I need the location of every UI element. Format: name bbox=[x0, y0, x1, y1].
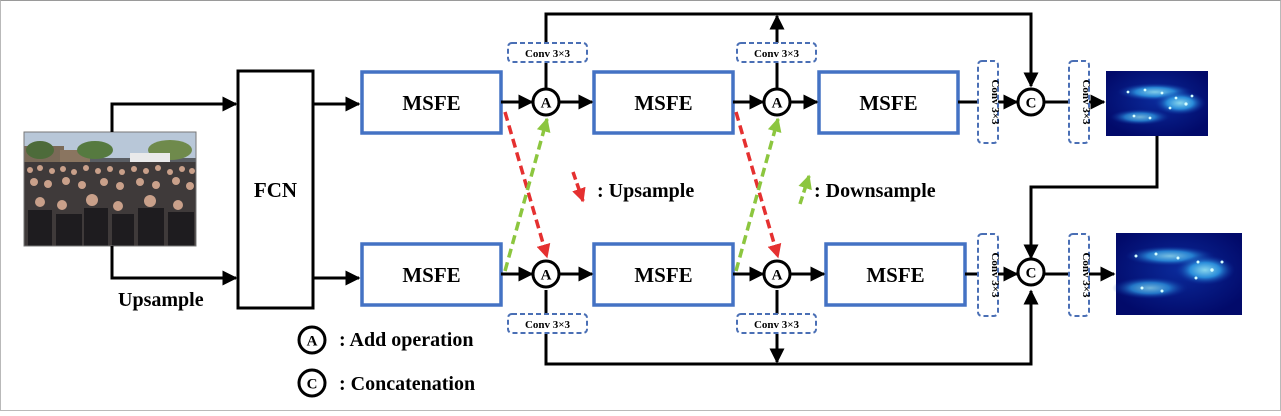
downsample-arrow-2 bbox=[734, 117, 782, 272]
conv-label-vertical-top-2: Conv 3×3 bbox=[1080, 79, 1092, 125]
legend-concat-text: : Concatenation bbox=[339, 373, 475, 395]
legend-downsample: : Downsample bbox=[798, 174, 936, 205]
conv-label-bottom-2: Conv 3×3 bbox=[754, 319, 800, 331]
conv-label-vertical-bottom-2: Conv 3×3 bbox=[1080, 252, 1092, 298]
legend-add-text: : Add operation bbox=[339, 329, 473, 351]
add-op-bottom-1 bbox=[531, 259, 561, 289]
density-map-output-1 bbox=[1106, 71, 1208, 136]
fcn-label: FCN bbox=[254, 178, 297, 202]
input-upsample-label: Upsample bbox=[118, 289, 204, 311]
msfe-label-top-2: MSFE bbox=[634, 91, 692, 115]
conv-box-top-2 bbox=[736, 42, 817, 63]
msfe-label-top-1: MSFE bbox=[402, 91, 460, 115]
legend-upsample-arrow-icon bbox=[571, 171, 586, 203]
add-op-symbol-bottom-1: A bbox=[541, 268, 552, 284]
legend-add-symbol: A bbox=[307, 334, 318, 350]
conv-box-vertical-bottom-2 bbox=[1068, 233, 1090, 317]
concat-op-bottom bbox=[1016, 257, 1046, 287]
add-op-symbol-top-2: A bbox=[772, 96, 783, 112]
msfe-label-bottom-3: MSFE bbox=[866, 263, 924, 287]
density-map-to-concat-arrow bbox=[1023, 136, 1159, 260]
conv-box-vertical-bottom-1 bbox=[977, 233, 999, 317]
legend-concat-symbol: C bbox=[307, 377, 318, 393]
upsample-arrow-2 bbox=[734, 111, 782, 259]
concat-op-symbol-bottom: C bbox=[1026, 266, 1037, 282]
msfe-label-top-3: MSFE bbox=[859, 91, 917, 115]
concat-op-symbol-top: C bbox=[1026, 96, 1037, 112]
conv-box-bottom-2 bbox=[736, 313, 817, 334]
msfe-block-bottom-1 bbox=[360, 242, 503, 307]
legend-upsample-text: : Upsample bbox=[597, 180, 694, 202]
density-map-output-2 bbox=[1112, 233, 1242, 315]
input-to-fcn-top-arrow bbox=[110, 96, 238, 132]
msfe-block-bottom-3 bbox=[824, 242, 967, 307]
conv-label-top-2: Conv 3×3 bbox=[754, 48, 800, 60]
conv-label-vertical-bottom-1: Conv 3×3 bbox=[989, 252, 1001, 298]
add-op-top-2 bbox=[762, 87, 792, 117]
upsample-arrow-1 bbox=[503, 111, 551, 259]
add-op-symbol-bottom-2: A bbox=[772, 268, 783, 284]
legend-add-icon bbox=[297, 325, 327, 355]
conv-label-top-1: Conv 3×3 bbox=[525, 48, 571, 60]
input-to-fcn-bottom-arrow bbox=[110, 246, 238, 286]
conv-box-bottom-1 bbox=[507, 313, 588, 334]
add-op-symbol-top-1: A bbox=[541, 96, 552, 112]
msfe-block-top-1 bbox=[360, 70, 503, 135]
msfe-label-bottom-2: MSFE bbox=[634, 263, 692, 287]
conv-box-top-1 bbox=[507, 42, 588, 63]
add-op-top-1 bbox=[531, 87, 561, 117]
conv-box-vertical-top-2 bbox=[1068, 60, 1090, 144]
msfe-label-bottom-1: MSFE bbox=[402, 263, 460, 287]
legend-add-operation: A : Add operation bbox=[297, 325, 473, 355]
legend-downsample-text: : Downsample bbox=[814, 180, 936, 202]
legend-concatenation: C : Concatenation bbox=[297, 368, 475, 398]
conv-label-bottom-1: Conv 3×3 bbox=[525, 319, 571, 331]
input-crowd-image bbox=[23, 131, 197, 247]
concat-op-top bbox=[1016, 87, 1046, 117]
downsample-arrow-1 bbox=[503, 117, 551, 272]
legend-upsample: : Upsample bbox=[571, 171, 694, 203]
fcn-block bbox=[236, 69, 315, 310]
conv-label-vertical-top-1: Conv 3×3 bbox=[989, 79, 1001, 125]
conv-box-vertical-top-1 bbox=[977, 60, 999, 144]
add-op-bottom-2 bbox=[762, 259, 792, 289]
legend-downsample-arrow-icon bbox=[798, 174, 812, 205]
legend-concat-icon bbox=[297, 368, 327, 398]
